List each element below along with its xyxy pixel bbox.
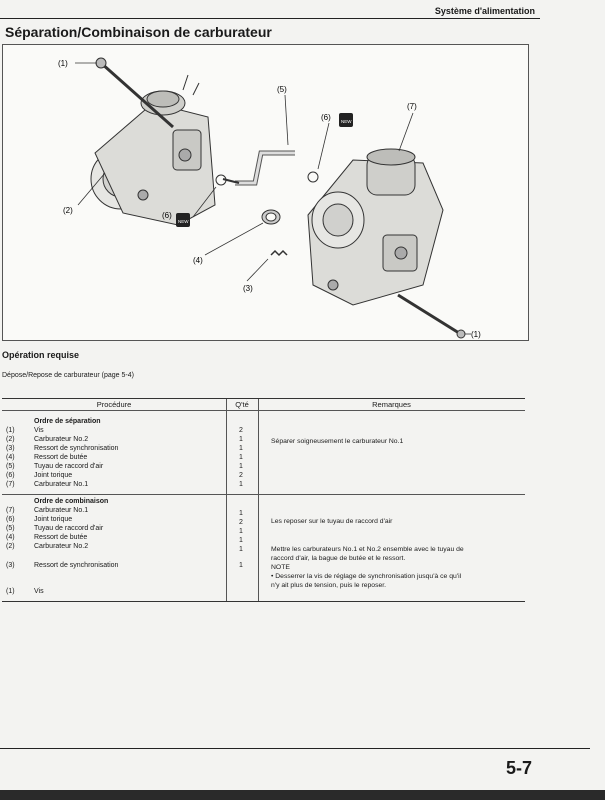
callout-3: (3)	[243, 284, 253, 293]
header-rule	[0, 18, 540, 19]
thrust-spring-drawing	[261, 209, 281, 225]
scan-edge	[0, 790, 605, 800]
callout-5: (5)	[277, 85, 287, 94]
table-row-num: (4)	[6, 454, 15, 461]
table-row-num: (3)	[6, 562, 15, 569]
table-row-qty: 1	[239, 537, 243, 544]
table-row-part: Carburateur No.1	[34, 481, 89, 488]
table-row-qty: 1	[239, 463, 243, 470]
new-tag-left: NEW	[178, 219, 189, 224]
table-row-qty: 1	[239, 528, 243, 535]
table-row-part: Tuyau de raccord d'air	[34, 463, 104, 470]
callout-1-bottom: (1)	[471, 330, 481, 339]
operation-title: Opération requise	[2, 350, 80, 360]
table-row-num: (2)	[6, 543, 15, 550]
callout-6-right: (6)	[321, 113, 331, 122]
section-header: Système d'alimentation	[434, 6, 535, 16]
table-row-part: Carburateur No.2	[34, 543, 89, 550]
combination-remark-note-label: NOTE	[271, 564, 290, 571]
combination-remark-line: raccord d'air, la bague de butée et le r…	[271, 555, 406, 562]
callout-1-top: (1)	[58, 59, 68, 68]
col-header-procedure: Procédure	[96, 400, 132, 409]
table-row-num: (3)	[6, 445, 15, 452]
exploded-view-figure: (1) (2) (3) (4) (5) (6) (6) (7) (1) NEW …	[2, 44, 529, 341]
table-row-qty: 1	[239, 454, 243, 461]
table-row-num: (7)	[6, 507, 15, 514]
separation-subtitle: Ordre de séparation	[34, 418, 101, 425]
air-joint-pipe-drawing	[222, 150, 295, 186]
table-row-part: Vis	[34, 427, 44, 434]
table-row-qty: 2	[239, 472, 243, 479]
callout-2: (2)	[63, 206, 73, 215]
table-row-qty: 1	[239, 481, 243, 488]
separation-remark: Séparer soigneusement le carburateur No.…	[271, 438, 404, 445]
table-row-qty: 2	[239, 427, 243, 434]
combination-remark-line: • Desserrer la vis de réglage de synchro…	[271, 573, 462, 580]
table-row-part: Carburateur No.2	[34, 436, 89, 443]
table-row-num: (6)	[6, 516, 15, 523]
table-row-qty: 1	[239, 510, 243, 517]
screw-bottom-drawing	[397, 293, 466, 339]
callout-7: (7)	[407, 102, 417, 111]
table-row-num: (7)	[6, 481, 15, 488]
combination-remark-line: n'y ait plus de tension, puis le reposer…	[271, 582, 387, 589]
combination-subtitle: Ordre de combinaison	[34, 498, 109, 505]
table-row-part: Ressort de synchronisation	[34, 562, 119, 569]
table-row-num: (2)	[6, 436, 15, 443]
table-row-part: Ressort de butée	[34, 534, 88, 541]
table-row-num: (5)	[6, 525, 15, 532]
table-row-part: Carburateur No.1	[34, 507, 89, 514]
col-divider-qty	[226, 399, 227, 601]
section-divider	[2, 494, 525, 495]
combination-remark-1: Les reposer sur le tuyau de raccord d'ai…	[271, 518, 393, 525]
col-divider-remarks	[258, 399, 259, 601]
carburetor-illustration: (1) (2) (3) (4) (5) (6) (6) (7) (1) NEW …	[58, 57, 481, 339]
table-row-qty: 1	[239, 562, 243, 569]
combination-remark-line: Mettre les carburateurs No.1 et No.2 ens…	[271, 546, 464, 553]
table-row-part: Ressort de butée	[34, 454, 88, 461]
table-row-num: (6)	[6, 472, 15, 479]
page-number: 5-7	[506, 758, 533, 778]
carburetor-no1-drawing	[307, 148, 444, 306]
col-header-qty: Q'té	[235, 400, 249, 409]
new-tag-right: NEW	[341, 119, 352, 124]
table-row-part: Joint torique	[34, 472, 73, 479]
table-row-part: Vis	[34, 588, 44, 595]
col-header-remarks: Remarques	[372, 400, 411, 409]
page-title: Séparation/Combinaison de carburateur	[5, 24, 272, 40]
table-row-num: (4)	[6, 534, 15, 541]
table-row-num: (5)	[6, 463, 15, 470]
table-row-part: Ressort de synchronisation	[34, 445, 119, 452]
footer-rule	[0, 748, 590, 749]
table-row-num: (1)	[6, 427, 15, 434]
table-row-num: (1)	[6, 588, 15, 595]
callout-4: (4)	[193, 256, 203, 265]
table-row-qty: 1	[239, 445, 243, 452]
table-row-qty: 1	[239, 436, 243, 443]
table-row-part: Tuyau de raccord d'air	[34, 525, 104, 532]
carburetor-no2-drawing	[90, 74, 216, 226]
operation-text: Dépose/Repose de carburateur (page 5-4)	[2, 372, 134, 379]
header-divider	[2, 410, 525, 411]
table-row-qty: 2	[239, 519, 243, 526]
table-row-qty: 1	[239, 546, 243, 553]
procedure-table: Procédure Q'té Remarques Ordre de sépara…	[2, 398, 525, 602]
callout-6-left: (6)	[162, 211, 172, 220]
table-row-part: Joint torique	[34, 516, 73, 523]
